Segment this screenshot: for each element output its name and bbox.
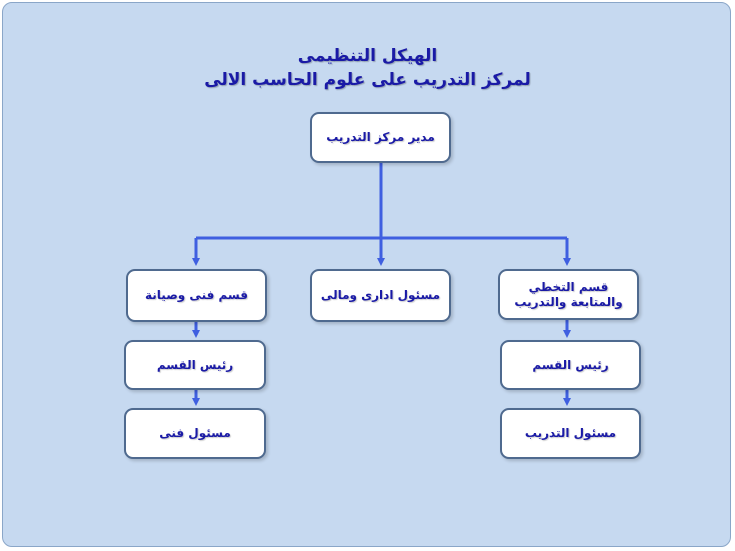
chart-subtitle: لمركز التدريب على علوم الحاسب الالى [204,70,531,90]
node-technical-head: رئيس القسم [124,340,266,390]
node-director: مدير مركز التدريب [310,112,451,163]
node-technical-officer: مسئول فنى [124,408,266,459]
chart-title: الهيكل التنظيمى [297,46,438,66]
node-technical-maintenance: قسم فنى وصيانة [126,269,267,322]
node-admin-finance: مسئول ادارى ومالى [310,269,451,322]
node-planning-head: رئيس القسم [500,340,641,390]
node-training-officer: مسئول التدريب [500,408,641,459]
node-planning-training: قسم التخطي والمتابعة والتدريب [498,269,639,320]
